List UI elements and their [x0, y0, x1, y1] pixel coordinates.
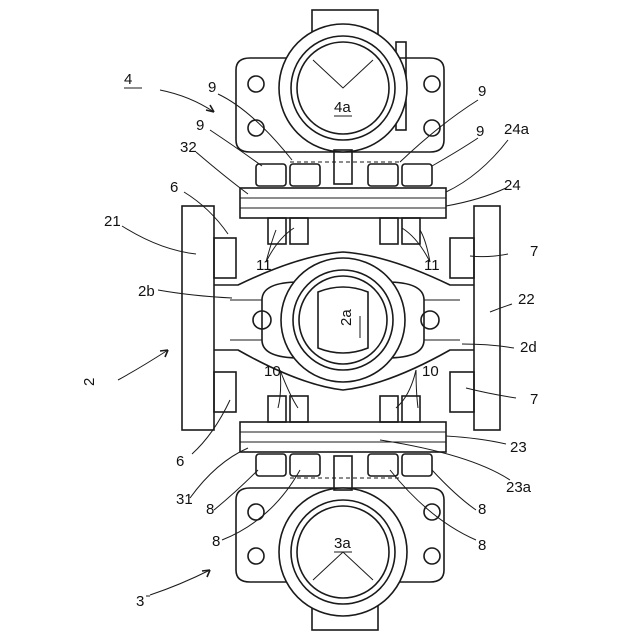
label-31: 31	[176, 491, 193, 508]
top-bolts-11	[268, 218, 420, 244]
label-8-a: 8	[206, 501, 214, 518]
label-2: 2	[81, 378, 98, 386]
label-7-bottom: 7	[530, 391, 538, 408]
label-24a: 24a	[504, 121, 530, 138]
label-2d: 2d	[520, 339, 537, 356]
label-8-b: 8	[212, 533, 220, 550]
label-3a: 3a	[334, 535, 351, 552]
bottom-nuts-8	[256, 454, 432, 476]
label-2b: 2b	[138, 283, 155, 300]
flange-24	[240, 188, 446, 218]
label-3: 3	[136, 593, 144, 610]
flange-23	[240, 422, 446, 452]
label-10-right: 10	[422, 363, 439, 380]
label-23: 23	[510, 439, 527, 456]
label-2a: 2a	[338, 309, 355, 326]
label-11-left: 11	[256, 257, 272, 274]
label-6-bottom: 6	[176, 453, 184, 470]
label-10-left: 10	[264, 363, 281, 380]
label-8-c: 8	[478, 501, 486, 518]
label-6-top: 6	[170, 179, 178, 196]
label-22: 22	[518, 291, 535, 308]
label-9-b: 9	[196, 117, 204, 134]
label-9-d: 9	[476, 123, 484, 140]
label-11-right: 11	[424, 257, 440, 274]
label-9-c: 9	[478, 83, 486, 100]
label-7-top: 7	[530, 243, 538, 260]
label-32: 32	[180, 139, 197, 156]
bottom-bolts-10	[268, 396, 420, 422]
label-9-a: 9	[208, 79, 216, 96]
label-24: 24	[504, 177, 521, 194]
label-4a: 4a	[334, 99, 351, 116]
label-21: 21	[104, 213, 121, 230]
label-23a: 23a	[506, 479, 532, 496]
label-4: 4	[124, 71, 132, 88]
top-actuator-4	[236, 10, 444, 184]
label-8-d: 8	[478, 537, 486, 554]
top-nuts-9	[256, 164, 432, 186]
